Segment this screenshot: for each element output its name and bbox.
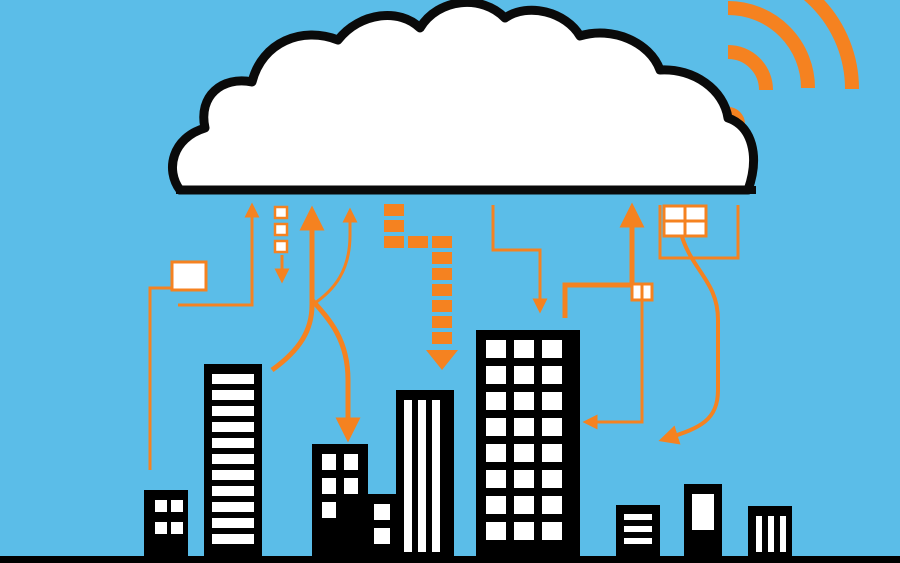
- building-window: [542, 496, 562, 514]
- building-window: [514, 444, 534, 462]
- building-window: [486, 340, 506, 358]
- building-window: [514, 522, 534, 540]
- building-window: [486, 392, 506, 410]
- building-window: [542, 444, 562, 462]
- data-packet-icon: [170, 204, 708, 302]
- building-window: [486, 444, 506, 462]
- building-window: [542, 392, 562, 410]
- packet-stream-left: [273, 205, 289, 254]
- building-window: [486, 470, 506, 488]
- building-window: [514, 470, 534, 488]
- building-window: [514, 496, 534, 514]
- building-window: [514, 340, 534, 358]
- building-window: [542, 366, 562, 384]
- building-window: [514, 418, 534, 436]
- building-window: [514, 392, 534, 410]
- building-window: [542, 522, 562, 540]
- building-window: [486, 496, 506, 514]
- building-window: [486, 522, 506, 540]
- packet-stream-center: [384, 204, 458, 370]
- building-window: [542, 418, 562, 436]
- building-window: [486, 366, 506, 384]
- building-window: [514, 366, 534, 384]
- city-skyline: [0, 330, 900, 563]
- cloud-icon: [168, 0, 759, 195]
- building-window: [542, 470, 562, 488]
- data-flow-lines: [148, 202, 740, 470]
- building-window: [542, 340, 562, 358]
- building-window: [486, 418, 506, 436]
